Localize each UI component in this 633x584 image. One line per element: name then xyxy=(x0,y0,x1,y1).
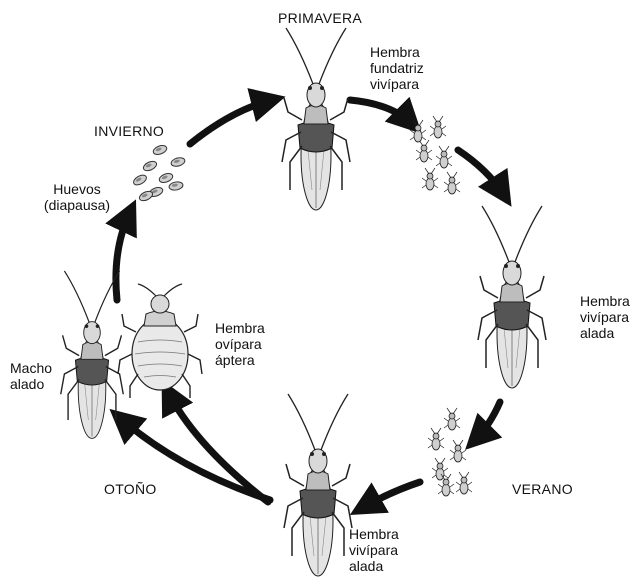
nymph-cluster-summer xyxy=(428,408,472,496)
autumn-female-aphid-illustration xyxy=(284,394,352,576)
stage-label-autumn-female: Hembra vivípara alada xyxy=(349,526,399,574)
spring-female-aphid-illustration xyxy=(282,28,350,210)
season-label-summer: VERANO xyxy=(512,481,573,497)
arrow-spring-to-nymphs xyxy=(350,100,412,124)
arrow-autumn-to-female xyxy=(168,392,268,502)
season-label-spring: PRIMAVERA xyxy=(270,10,370,26)
summer-female-aphid-illustration xyxy=(478,206,546,388)
arrow-winter-to-spring xyxy=(190,100,272,144)
season-label-autumn: OTOÑO xyxy=(104,481,157,497)
stage-label-eggs: Huevos (diapausa) xyxy=(30,181,124,213)
stage-label-winged-male: Macho alado xyxy=(10,360,52,392)
stage-label-oviparous-female: Hembra ovípara áptera xyxy=(215,320,265,368)
arrow-nymphs-to-autumn xyxy=(362,482,420,508)
egg-cluster xyxy=(132,144,186,203)
arrow-to-eggs xyxy=(116,212,130,300)
season-label-winter: INVIERNO xyxy=(94,123,164,139)
stage-label-spring-female: Hembra fundatriz vivípara xyxy=(370,44,424,92)
arrow-summer-to-nymphs xyxy=(475,402,500,440)
wingless-female-aphid-illustration xyxy=(118,284,202,398)
nymph-cluster-spring xyxy=(410,116,460,194)
stage-label-summer-female: Hembra vivípara alada xyxy=(580,293,630,341)
arrow-nymphs-to-summer xyxy=(458,150,504,195)
